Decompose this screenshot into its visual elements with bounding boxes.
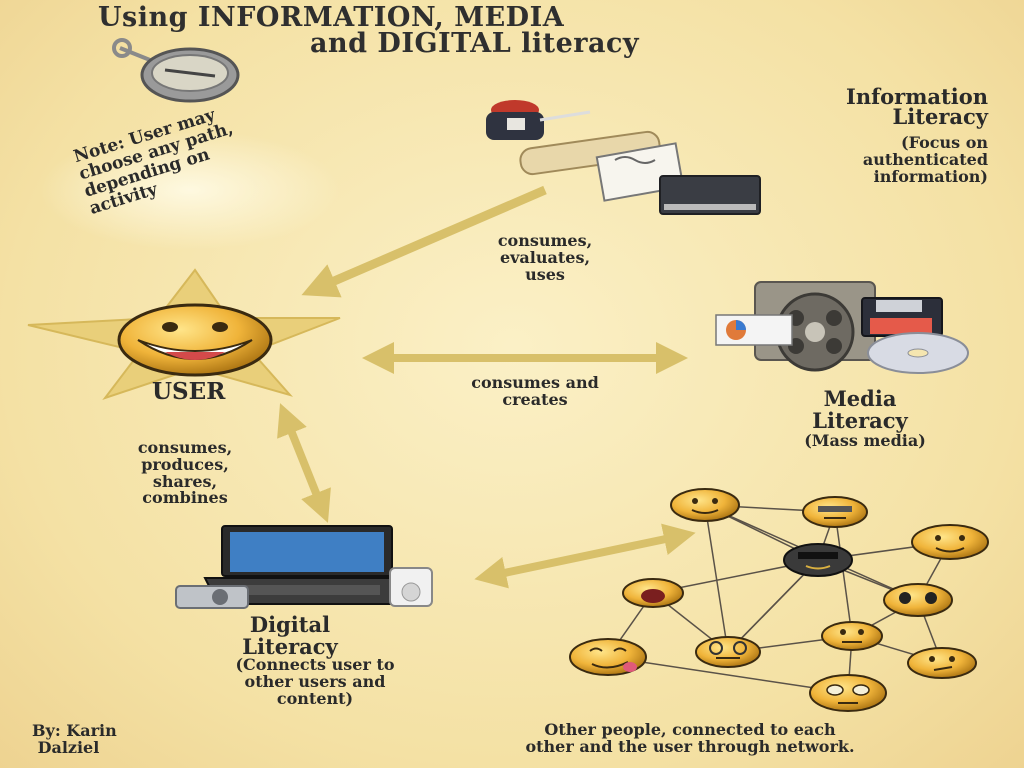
cd-icon bbox=[867, 332, 969, 374]
media-literacy-subtitle: (Mass media) bbox=[804, 431, 926, 450]
network-person-4 bbox=[911, 524, 989, 560]
note-background bbox=[40, 130, 340, 250]
compass-icon bbox=[112, 38, 240, 103]
ipod-icon bbox=[389, 567, 433, 607]
network-caption: Other people, connected to each other an… bbox=[525, 720, 855, 756]
network-person-8 bbox=[821, 621, 883, 651]
network-person-5 bbox=[622, 578, 684, 608]
arrow-user-digital bbox=[277, 403, 331, 523]
title-line-1: Using INFORMATION, MEDIA bbox=[98, 2, 565, 33]
network-person-7 bbox=[695, 636, 761, 668]
information-literacy-subtitle: (Focus on authenticated information) bbox=[862, 133, 988, 186]
author-credit: By: Karin Dalziel bbox=[32, 721, 117, 757]
information-literacy-heading-2: Literacy bbox=[892, 104, 988, 129]
arrow-information-user bbox=[301, 185, 547, 298]
title-line-2: and DIGITAL literacy bbox=[310, 28, 640, 59]
network-person-11 bbox=[809, 674, 887, 712]
information-literacy-heading-1: Information bbox=[846, 84, 988, 109]
smiley-icon bbox=[117, 303, 273, 377]
media-literacy-heading-2: Literacy bbox=[812, 408, 908, 433]
network-person-3 bbox=[783, 543, 853, 577]
book-icon bbox=[659, 175, 761, 215]
arrow-digital-network bbox=[474, 523, 696, 589]
media-literacy-heading-1: Media bbox=[823, 386, 897, 411]
user-label: USER bbox=[152, 378, 226, 405]
information-arrow-label: consumes, evaluates, uses bbox=[497, 231, 593, 284]
network-person-9 bbox=[569, 638, 647, 676]
network-person-6 bbox=[883, 583, 953, 617]
media-arrow-label: consumes and creates bbox=[471, 373, 599, 409]
camera-icon bbox=[175, 585, 249, 609]
digital-arrow-label: consumes, produces, shares, combines bbox=[137, 438, 233, 508]
network-person-10 bbox=[907, 647, 977, 679]
network-person-2 bbox=[802, 496, 868, 528]
network-person-1 bbox=[670, 488, 740, 522]
digital-literacy-heading-2: Literacy bbox=[242, 634, 338, 659]
chart-card-icon bbox=[715, 314, 793, 346]
floppy-disk-icon bbox=[861, 297, 943, 337]
digital-literacy-heading-1: Digital bbox=[249, 612, 331, 637]
digital-literacy-subtitle: (Connects user to other users and conten… bbox=[235, 655, 395, 708]
inkwell-icon bbox=[486, 100, 591, 140]
scroll-icon bbox=[519, 130, 661, 176]
